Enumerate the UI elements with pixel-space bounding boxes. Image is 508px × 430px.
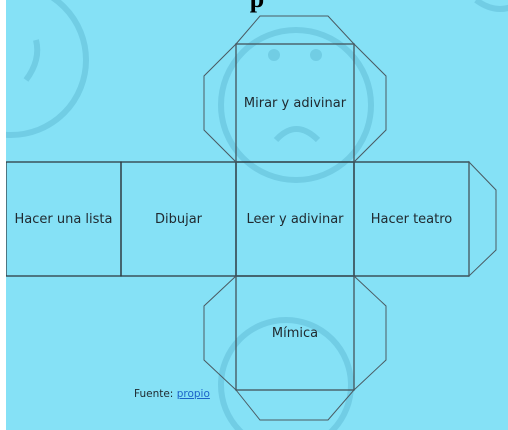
tab-bottom-cap xyxy=(236,390,354,420)
source-link[interactable]: propio xyxy=(177,388,210,400)
tab-right xyxy=(469,162,496,276)
face-right-label: Hacer teatro xyxy=(354,162,469,276)
source-credit: Fuente: propio xyxy=(134,388,210,400)
face-left-inner-label: Dibujar xyxy=(121,162,236,276)
face-left-outer-label: Hacer una lista xyxy=(6,162,121,276)
face-top-label: Mirar y adivinar xyxy=(236,44,354,162)
source-label: Fuente: xyxy=(134,388,173,400)
watermark-smile-left xyxy=(26,40,37,80)
face-bottom-label: Mímica xyxy=(236,276,354,390)
face-center-label: Leer y adivinar xyxy=(236,162,354,276)
watermark-face-topright xyxy=(476,0,508,9)
worksheet-canvas: p xyxy=(6,0,508,430)
tab-bottom-right xyxy=(354,276,386,390)
watermark-face-left xyxy=(6,0,86,135)
